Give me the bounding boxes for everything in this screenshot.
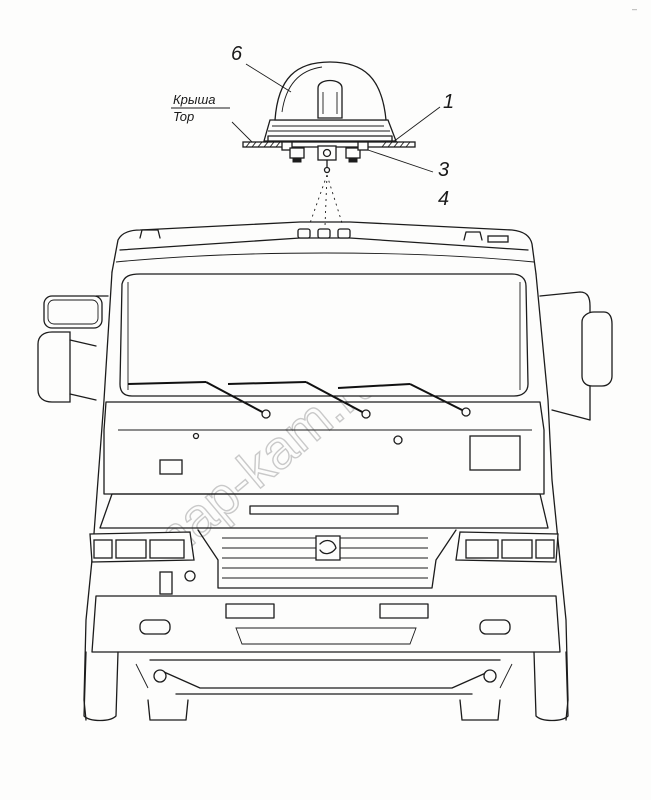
callout-1: 1: [443, 91, 454, 113]
front-axle: [135, 659, 513, 695]
roof-label-ru: Крыша: [173, 92, 215, 107]
cab-roof: [111, 221, 537, 275]
tow-hook: [159, 570, 196, 595]
roof-label: Крыша Top: [171, 92, 230, 124]
callout-4: 4: [438, 188, 449, 210]
corner-mark: –: [632, 4, 637, 14]
left-mirror: [37, 295, 109, 403]
callout-6: 6: [231, 43, 243, 65]
headlight-right: [455, 531, 559, 563]
right-mirror: [539, 291, 613, 421]
beacon-detail: [231, 61, 441, 227]
grille: [99, 493, 549, 589]
beacon-connector: [317, 145, 337, 174]
beacon-reflector: [317, 79, 343, 119]
leader-6: [245, 63, 292, 93]
front-panel: [103, 401, 545, 495]
leader-1: [392, 106, 441, 143]
windshield-wipers: [127, 381, 471, 419]
bumper: [91, 595, 561, 653]
cab-left-side: [83, 271, 113, 721]
truck-cab: [37, 221, 613, 722]
beacon-base: [263, 119, 397, 142]
roof-label-en: Top: [173, 109, 194, 124]
wheel-left: [83, 651, 189, 722]
headlight-left: [89, 531, 195, 563]
windshield: [119, 273, 529, 397]
projection-lines: [308, 174, 344, 227]
mounting-nuts: [281, 141, 369, 163]
roof-beacon-slots: [297, 228, 351, 239]
wheel-right: [459, 651, 569, 722]
leader-3: [367, 149, 434, 173]
callout-3: 3: [438, 159, 449, 181]
leader-roof: [231, 121, 253, 143]
